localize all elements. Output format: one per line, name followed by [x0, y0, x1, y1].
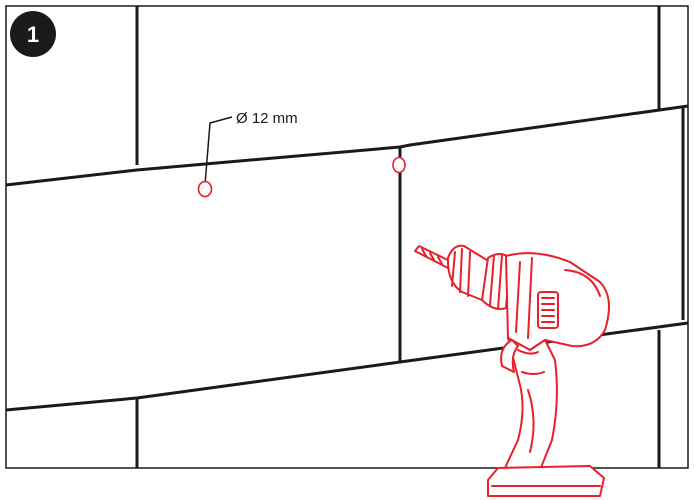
hole-diameter-label: Ø 12 mm	[236, 110, 298, 127]
cordless-drill-icon	[414, 244, 610, 497]
hole-dimension-callout: Ø 12 mm	[204, 110, 298, 186]
step-number: 1	[27, 22, 39, 47]
illustration-border	[5, 5, 689, 469]
step-badge: 1	[10, 11, 56, 57]
drill-hole-marker-icon	[197, 156, 406, 198]
